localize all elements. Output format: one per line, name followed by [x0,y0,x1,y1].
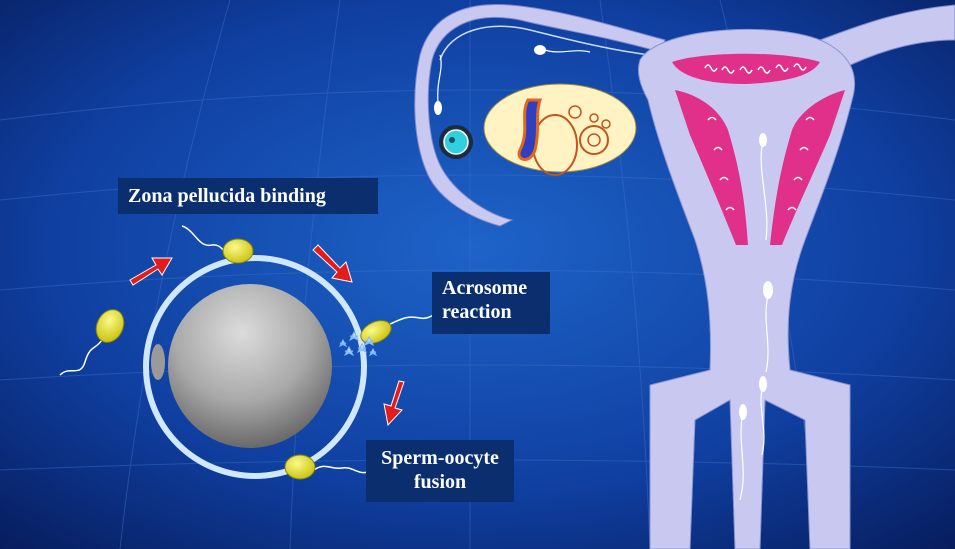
ovulated-egg [444,130,468,154]
sperm-fusion [285,455,315,479]
label-acrosome-reaction: Acrosome reaction [432,272,550,334]
ovary [484,84,636,172]
label-fusion-line1: Sperm-oocyte [374,446,506,470]
label-sperm-oocyte-fusion: Sperm-oocyte fusion [366,440,514,502]
oocyte [168,284,332,448]
label-acrosome-line1: Acrosome [442,276,540,300]
sperm-zona-binding [223,239,253,263]
label-zona-text: Zona pellucida binding [128,185,326,207]
label-fusion-line2: fusion [374,470,506,494]
label-acrosome-line2: reaction [442,300,540,324]
polar-body [151,344,165,380]
label-zona-binding: Zona pellucida binding [118,178,378,214]
